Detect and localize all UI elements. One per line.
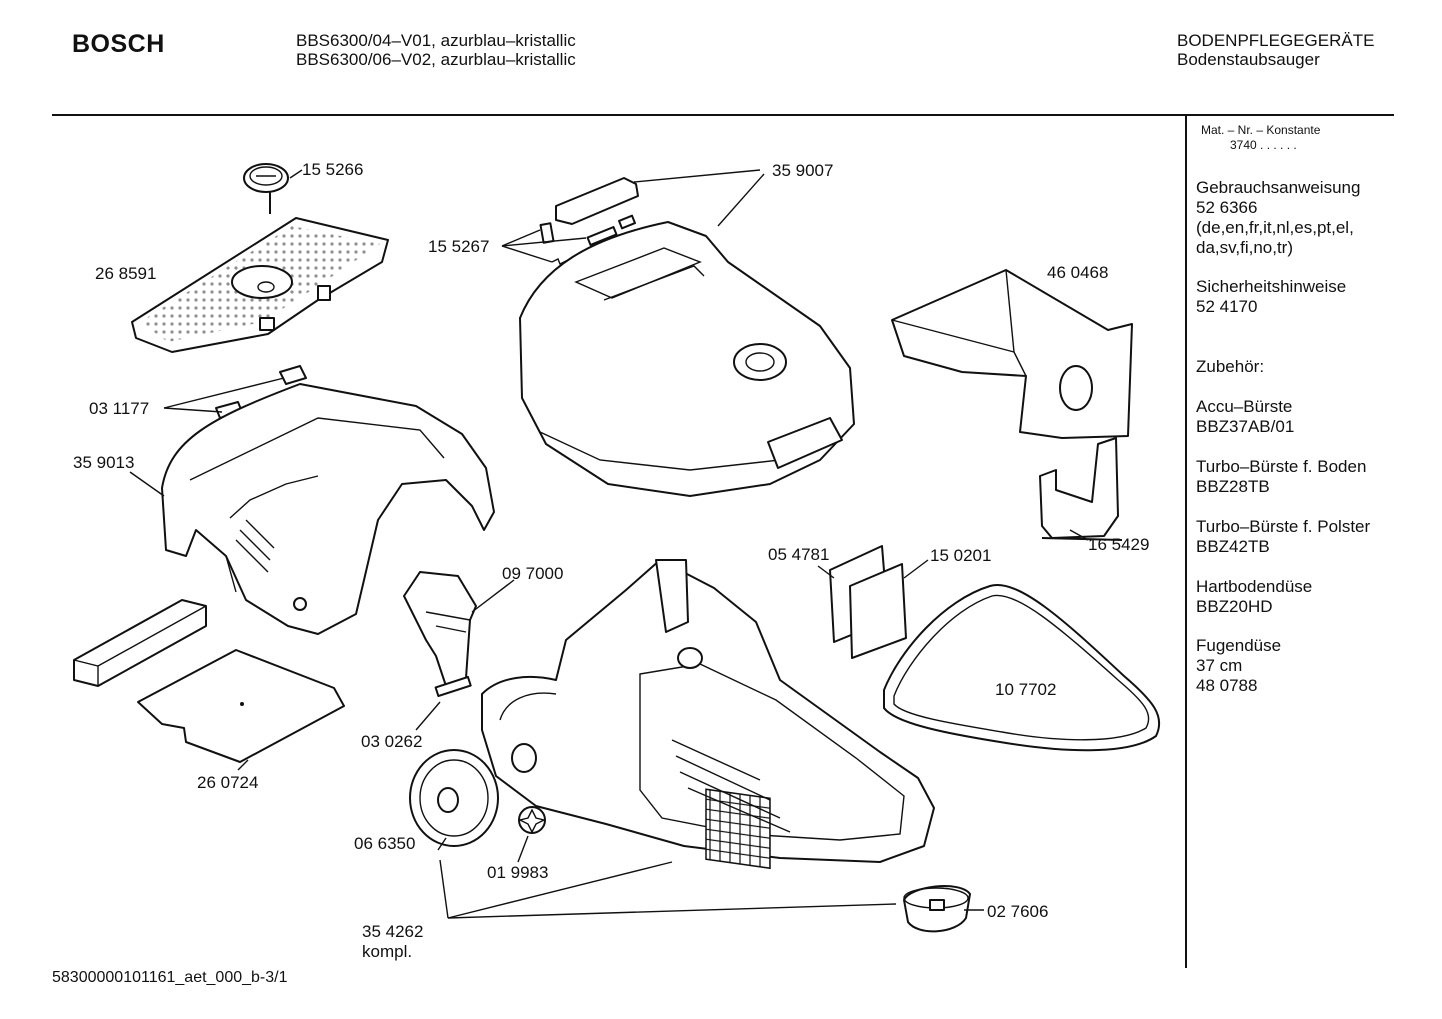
model-line: BBS6300/04–V01, azurblau–kristallic [296, 31, 576, 50]
manual-info: Gebrauchsanweisung 52 6366 (de,en,fr,it,… [1196, 178, 1360, 258]
sidebar-line: 48 0788 [1196, 676, 1258, 695]
category-block: BODENPFLEGEGERÄTE Bodenstaubsauger [1177, 31, 1374, 69]
callout-part-number: 15 5266 [302, 160, 364, 179]
part-star-clip [517, 806, 547, 834]
part-seal [883, 584, 1161, 752]
part-bag-holder [1039, 437, 1123, 541]
callout-part-number: 16 5429 [1088, 535, 1150, 554]
part-housing [161, 383, 495, 635]
callout-part-number: 15 0201 [930, 546, 992, 565]
part-roller [903, 885, 971, 933]
callout-part-number: 03 1177 [89, 399, 150, 418]
callout-part-number: 15 5267 [428, 237, 490, 256]
callout-part-number: 35 9007 [772, 161, 834, 180]
part-springs [539, 214, 636, 269]
accessory-item: Turbo–Bürste f. Boden BBZ28TB [1196, 457, 1366, 497]
sidebar-line: 52 4170 [1196, 297, 1258, 316]
category-subtitle: Bodenstaubsauger [1177, 50, 1320, 69]
brand-logo: BOSCH [72, 30, 165, 58]
sidebar-line: BBZ42TB [1196, 537, 1270, 556]
part-foam-block [73, 599, 207, 687]
part-wheel [409, 749, 499, 847]
callout-part-number: 05 4781 [768, 545, 830, 564]
part-filters [829, 545, 907, 659]
callout-part-number: 03 0262 [361, 732, 423, 751]
callout-part-number: 26 0724 [197, 773, 259, 792]
model-line: BBS6300/06–V02, azurblau–kristallic [296, 50, 576, 69]
sidebar-line: Fugendüse [1196, 636, 1282, 655]
part-filter-plate [137, 649, 345, 763]
part-dust-bag [891, 269, 1133, 439]
part-inlet-flap [403, 571, 477, 687]
sidebar-line: Turbo–Bürste f. Polster [1196, 517, 1371, 536]
callout-number: 35 4262 [362, 922, 424, 941]
callout-part-number: 09 7000 [502, 564, 564, 583]
sidebar-line: 52 6366 [1196, 198, 1258, 217]
callout-note: kompl. [362, 942, 413, 961]
sidebar-line: Sicherheitshinweise [1196, 277, 1347, 296]
model-list: BBS6300/04–V01, azurblau–kristallic BBS6… [296, 31, 576, 69]
sidebar-line: BBZ37AB/01 [1196, 417, 1295, 436]
header-divider [52, 114, 1394, 116]
accessory-item: Hartbodendüse BBZ20HD [1196, 577, 1312, 617]
accessory-item: Fugendüse 37 cm 48 0788 [1196, 636, 1281, 696]
callout-part-number: 01 9983 [487, 863, 549, 882]
sidebar-line: (de,en,fr,it,nl,es,pt,el, [1196, 218, 1354, 237]
callout-part-number: 02 7606 [987, 902, 1049, 921]
sidebar-divider [1185, 116, 1187, 968]
part-knob [243, 163, 289, 214]
callout-part-number: 06 6350 [354, 834, 416, 853]
part-lid [519, 177, 855, 497]
leader-lines [129, 169, 1089, 919]
part-pin [434, 675, 472, 698]
sidebar-line: BBZ28TB [1196, 477, 1270, 496]
callout-part-number: 35 4262 kompl. [362, 922, 423, 962]
sidebar-line: Hartbodendüse [1196, 577, 1313, 596]
sidebar-line: Turbo–Bürste f. Boden [1196, 457, 1367, 476]
accessory-item: Accu–Bürste BBZ37AB/01 [1196, 397, 1294, 437]
constant-label: Mat. – Nr. – Konstante [1201, 123, 1321, 137]
sidebar-line: 37 cm [1196, 656, 1243, 675]
part-clips [215, 365, 307, 419]
category-title: BODENPFLEGEGERÄTE [1177, 31, 1375, 50]
sidebar-line: da,sv,fi,no,tr) [1196, 238, 1293, 257]
safety-info: Sicherheitshinweise 52 4170 [1196, 277, 1346, 317]
callout-part-number: 46 0468 [1047, 263, 1109, 282]
callout-part-number: 10 7702 [995, 680, 1057, 699]
accessories-heading: Zubehör: [1196, 357, 1264, 377]
part-filter-cover [131, 217, 389, 353]
constant-value: 3740 . . . . . . [1230, 138, 1297, 152]
document-id: 58300000101161_aet_000_b-3/1 [52, 969, 288, 986]
callout-part-number: 26 8591 [95, 264, 157, 283]
sidebar-line: Gebrauchsanweisung [1196, 178, 1361, 197]
callout-part-number: 35 9013 [73, 453, 135, 472]
sidebar-line: Zubehör: [1196, 357, 1265, 376]
sidebar-line: BBZ20HD [1196, 597, 1273, 616]
sidebar-line: Accu–Bürste [1196, 397, 1293, 416]
part-base [481, 559, 935, 870]
accessory-item: Turbo–Bürste f. Polster BBZ42TB [1196, 517, 1370, 557]
